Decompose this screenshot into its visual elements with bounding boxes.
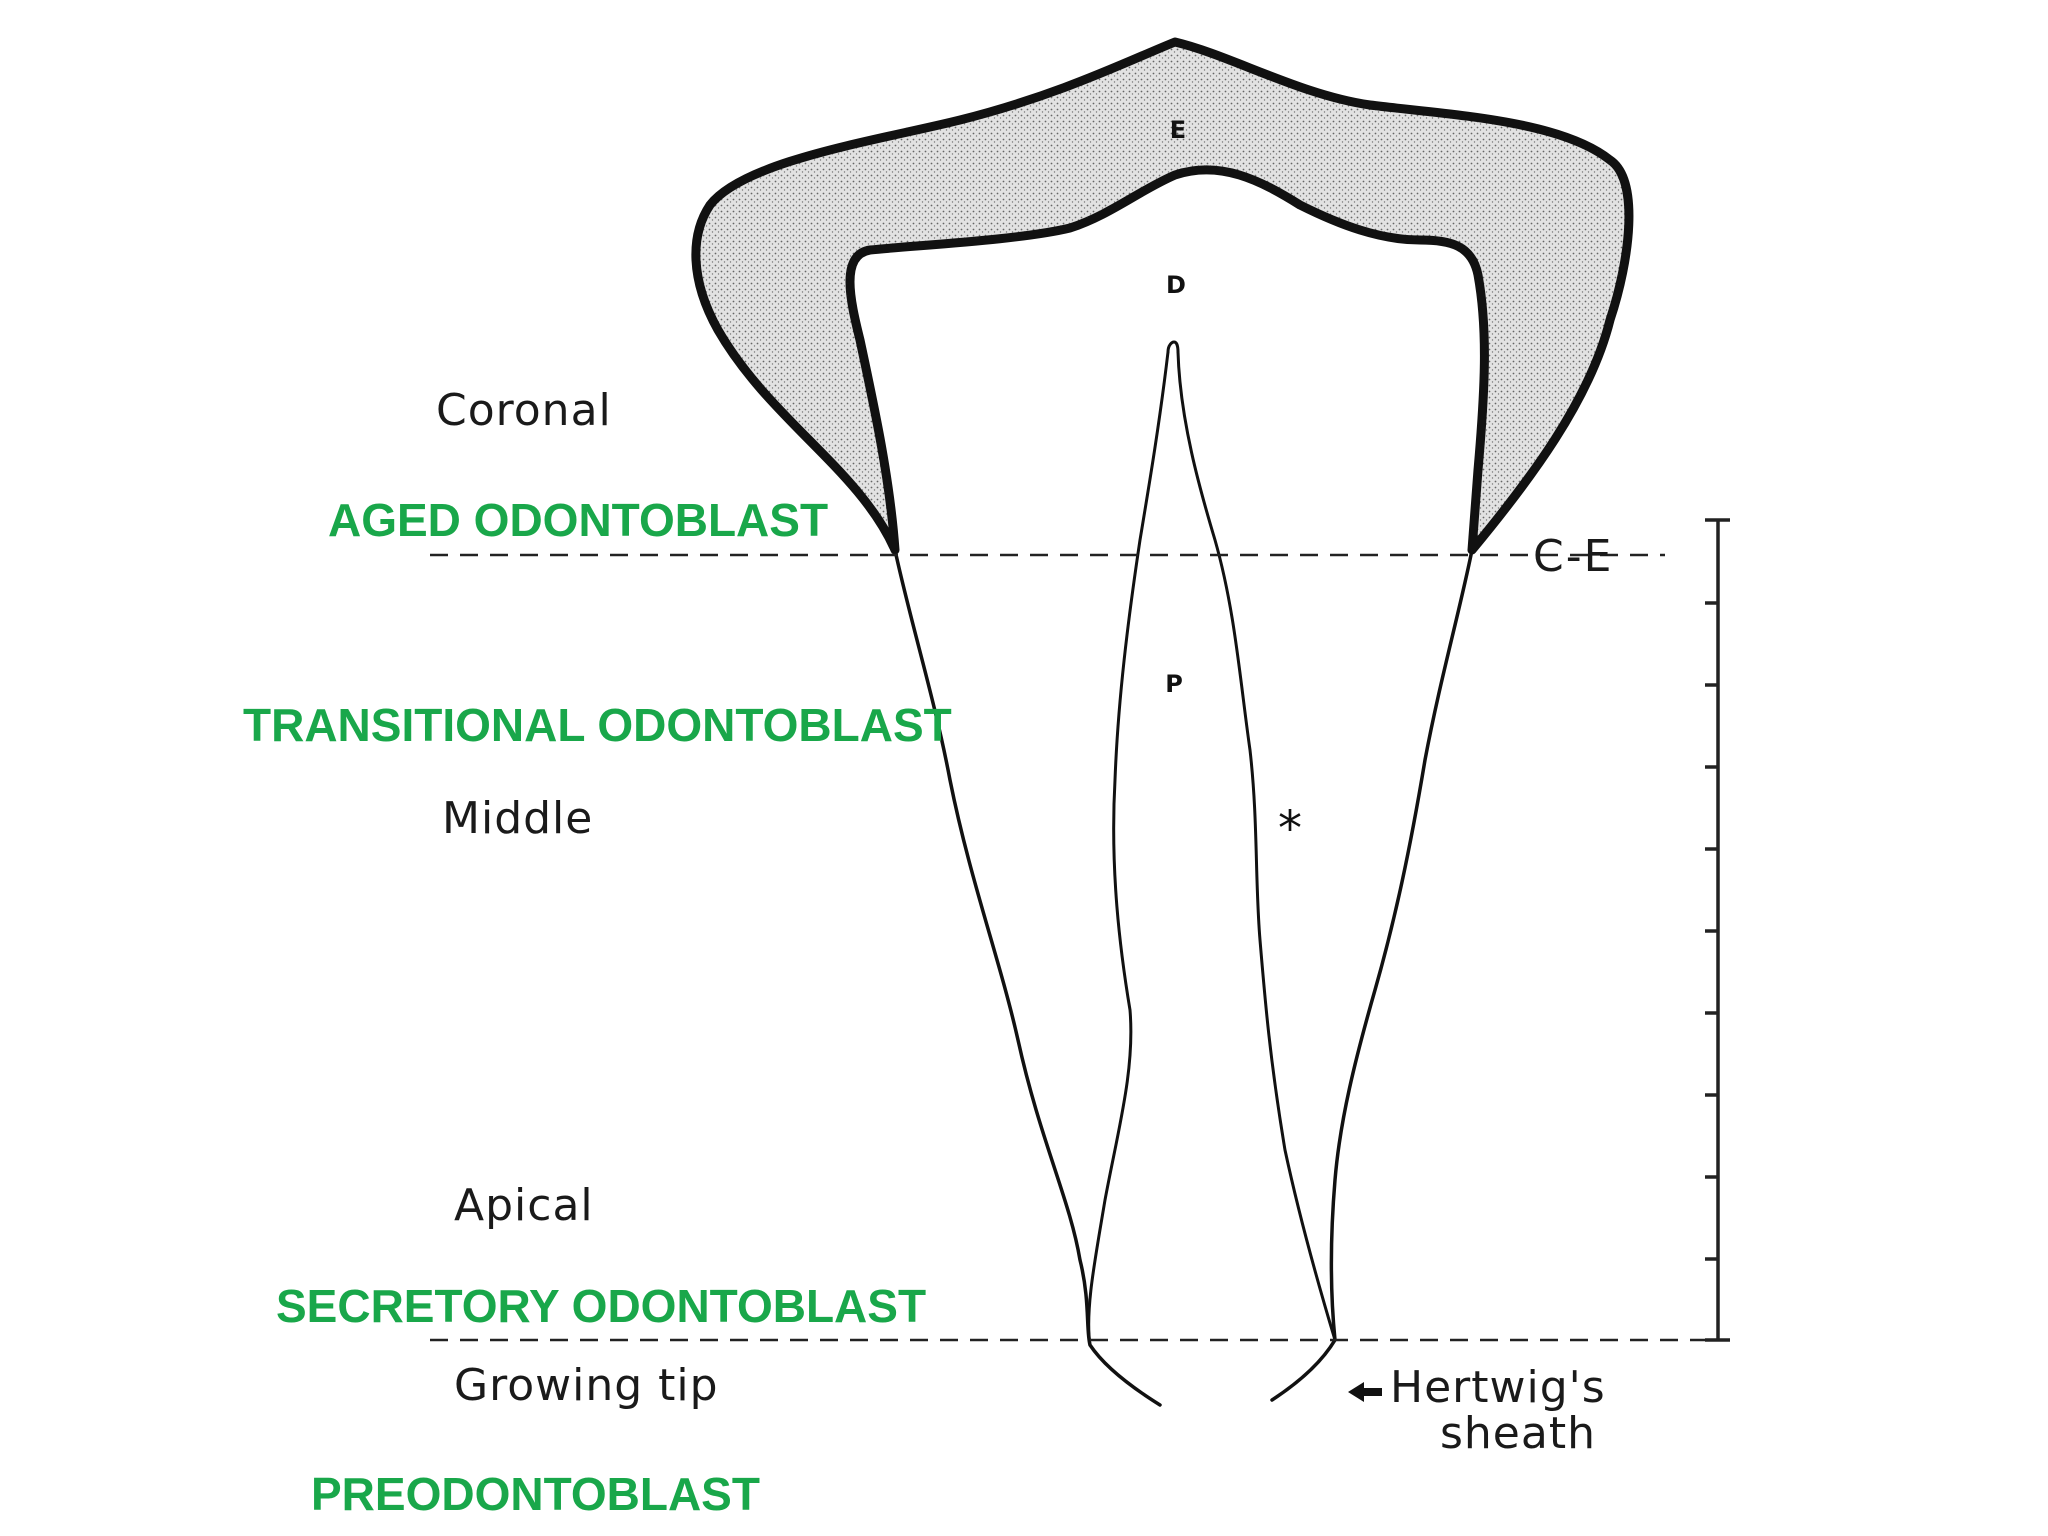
pulp-wall-left [1087, 350, 1170, 1347]
zone-label-apical: Apical [454, 1180, 594, 1231]
ce-label: C-E [1533, 531, 1613, 582]
pulp-wall-right [1176, 350, 1337, 1342]
pulp-letter: P [1165, 670, 1183, 698]
hertwig-label-line1: Hertwig's [1390, 1362, 1606, 1413]
stage-label-transitional: TRANSITIONAL ODONTOBLAST [243, 699, 952, 751]
zone-label-coronal: Coronal [436, 385, 612, 436]
stage-label-secretory: SECRETORY ODONTOBLAST [276, 1280, 926, 1332]
pulp-horn-tip [1166, 340, 1180, 354]
hertwig-label-line2: sheath [1440, 1408, 1596, 1459]
dentin-letter: D [1166, 271, 1186, 299]
root-outline-right [1270, 548, 1474, 1402]
root-outline-left [893, 548, 1162, 1407]
asterisk-marker: * [1278, 801, 1302, 857]
stage-label-aged: AGED ODONTOBLAST [328, 494, 828, 546]
scale-bar [1705, 518, 1730, 1342]
zone-label-growing-tip: Growing tip [454, 1360, 719, 1411]
enamel-letter: E [1170, 116, 1186, 144]
hertwig-arrow-icon [1348, 1382, 1382, 1402]
enamel-cap [691, 37, 1634, 555]
zone-label-middle: Middle [442, 793, 593, 844]
stage-label-preodontoblast: PREODONTOBLAST [311, 1468, 760, 1520]
